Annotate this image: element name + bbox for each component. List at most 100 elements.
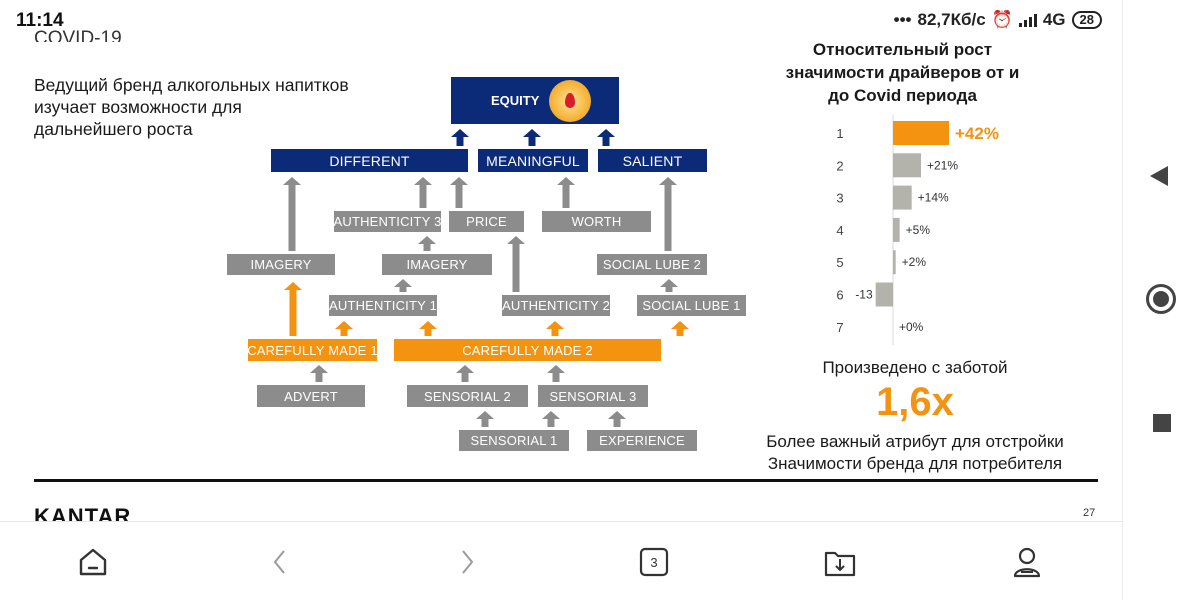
- arrow-shaft: [288, 185, 296, 251]
- box-authenticity-2: AUTHENTICITY 2: [502, 295, 610, 316]
- arrow-head: [450, 177, 468, 185]
- arrow-shaft: [340, 329, 348, 336]
- box-authenticity-3: AUTHENTICITY 3: [333, 211, 441, 232]
- box-salient: SALIENT: [598, 149, 707, 172]
- status-time: 11:14: [16, 10, 64, 31]
- category-label: 3: [836, 191, 843, 206]
- box-carefully-made-1: CAREFULLY MADE 1: [247, 339, 378, 361]
- multiplier-value: 1,6x: [876, 380, 954, 424]
- summary-text: Более важный атрибут для отстройки Значи…: [740, 431, 1090, 475]
- battery-badge: 28: [1071, 11, 1102, 29]
- home-icon[interactable]: [75, 544, 111, 580]
- arrow-head: [451, 129, 469, 137]
- equity-label: EQUITY: [491, 93, 540, 108]
- chart-title-line: значимости драйверов от и: [785, 63, 1020, 82]
- arrow-shaft: [289, 290, 297, 336]
- arrow-up-icon: [660, 279, 678, 292]
- driver-growth-bar-chart: 1+42%2+21%3+14%4+5%5+2%6-137+0%: [836, 115, 999, 345]
- arrow-shaft: [481, 419, 489, 427]
- arrow-shaft: [552, 373, 560, 382]
- status-bar-right: ••• 82,7Кб/с ⏰ 4G 28: [894, 10, 1102, 30]
- network-type: 4G: [1042, 10, 1066, 29]
- arrow-head: [660, 279, 678, 287]
- arrow-shaft: [528, 137, 536, 146]
- intro-line: Ведущий бренд алкогольных напитков: [34, 75, 349, 95]
- signal-icon: [1018, 13, 1037, 27]
- box-imagery-left: IMAGERY: [227, 254, 335, 275]
- arrow-shaft: [665, 287, 673, 292]
- box-different: DIFFERENT: [271, 149, 468, 172]
- arrow-head: [671, 321, 689, 329]
- arrow-up-icon: [659, 177, 677, 251]
- arrow-head: [659, 177, 677, 185]
- arrow-up-icon: [597, 129, 615, 146]
- nav-recent-apps-icon[interactable]: [1153, 414, 1171, 432]
- arrow-head: [418, 236, 436, 244]
- slide-divider: [34, 479, 1098, 482]
- back-arrow-icon[interactable]: [262, 544, 298, 580]
- bar-1: [893, 121, 949, 145]
- data-label: +14%: [918, 191, 949, 205]
- arrow-head: [284, 282, 302, 290]
- arrow-head: [394, 279, 412, 287]
- kantar-logo: KANTAR: [34, 504, 132, 522]
- arrow-up-icon: [419, 321, 437, 336]
- arrow-up-icon: [450, 177, 468, 208]
- arrow-up-icon: [523, 129, 541, 146]
- slide-title-clipped: COVID-19: [34, 28, 122, 42]
- arrow-shaft: [512, 244, 520, 292]
- box-social-lube-1: SOCIAL LUBE 1: [637, 295, 746, 316]
- bar-2: [893, 153, 921, 178]
- arrow-shaft: [456, 137, 464, 146]
- arrow-head: [546, 321, 564, 329]
- arrow-shaft: [551, 329, 559, 336]
- box-worth: WORTH: [542, 211, 651, 232]
- summary-line: Значимости бренда для потребителя: [767, 454, 1063, 473]
- browser-bottom-bar: 3: [0, 521, 1122, 600]
- bar-5: [893, 250, 896, 275]
- chart-title-line: до Covid периода: [828, 86, 977, 105]
- arrow-head: [283, 177, 301, 185]
- bar-3: [893, 185, 912, 210]
- arrow-up-icon: [557, 177, 575, 208]
- network-speed: 82,7Кб/с: [917, 10, 986, 29]
- box-price: PRICE: [449, 211, 524, 232]
- arrow-head: [310, 365, 328, 373]
- category-label: 1: [836, 126, 843, 141]
- arrow-up-icon: [414, 177, 432, 208]
- dots-icon: •••: [893, 10, 912, 29]
- box-meaningful: MEANINGFUL: [478, 149, 588, 172]
- forward-arrow-icon[interactable]: [449, 544, 485, 580]
- summary-line: Более важный атрибут для отстройки: [766, 432, 1064, 451]
- arrow-shaft: [461, 373, 469, 382]
- arrow-head: [608, 411, 626, 419]
- data-label: +5%: [906, 223, 931, 237]
- arrow-head: [476, 411, 494, 419]
- arrow-up-icon: [476, 411, 494, 427]
- arrow-shaft: [455, 185, 463, 208]
- arrow-head: [542, 411, 560, 419]
- equity-box: EQUITY: [451, 77, 619, 124]
- data-label: +0%: [899, 320, 924, 334]
- box-imagery-mid: IMAGERY: [382, 254, 492, 275]
- arrow-up-icon: [507, 236, 525, 292]
- box-authenticity-1: AUTHENTICITY 1: [329, 295, 437, 316]
- data-label: +21%: [927, 158, 958, 172]
- chart-title-line: Относительный рост: [812, 40, 993, 59]
- arrow-head: [557, 177, 575, 185]
- data-label: +42%: [955, 124, 999, 143]
- arrow-shaft: [424, 329, 432, 336]
- tabs-icon[interactable]: 3: [636, 544, 672, 580]
- box-sensorial-2: SENSORIAL 2: [407, 385, 528, 407]
- nav-back-icon[interactable]: [1150, 166, 1168, 186]
- category-label: 5: [836, 255, 843, 270]
- arrow-head: [507, 236, 525, 244]
- download-icon[interactable]: [822, 544, 858, 580]
- nav-home-icon[interactable]: [1146, 284, 1176, 314]
- arrow-shaft: [315, 373, 323, 382]
- android-nav-bar: [1122, 0, 1200, 600]
- data-label: +2%: [902, 255, 927, 269]
- arrow-head: [456, 365, 474, 373]
- profile-icon[interactable]: [1009, 544, 1045, 580]
